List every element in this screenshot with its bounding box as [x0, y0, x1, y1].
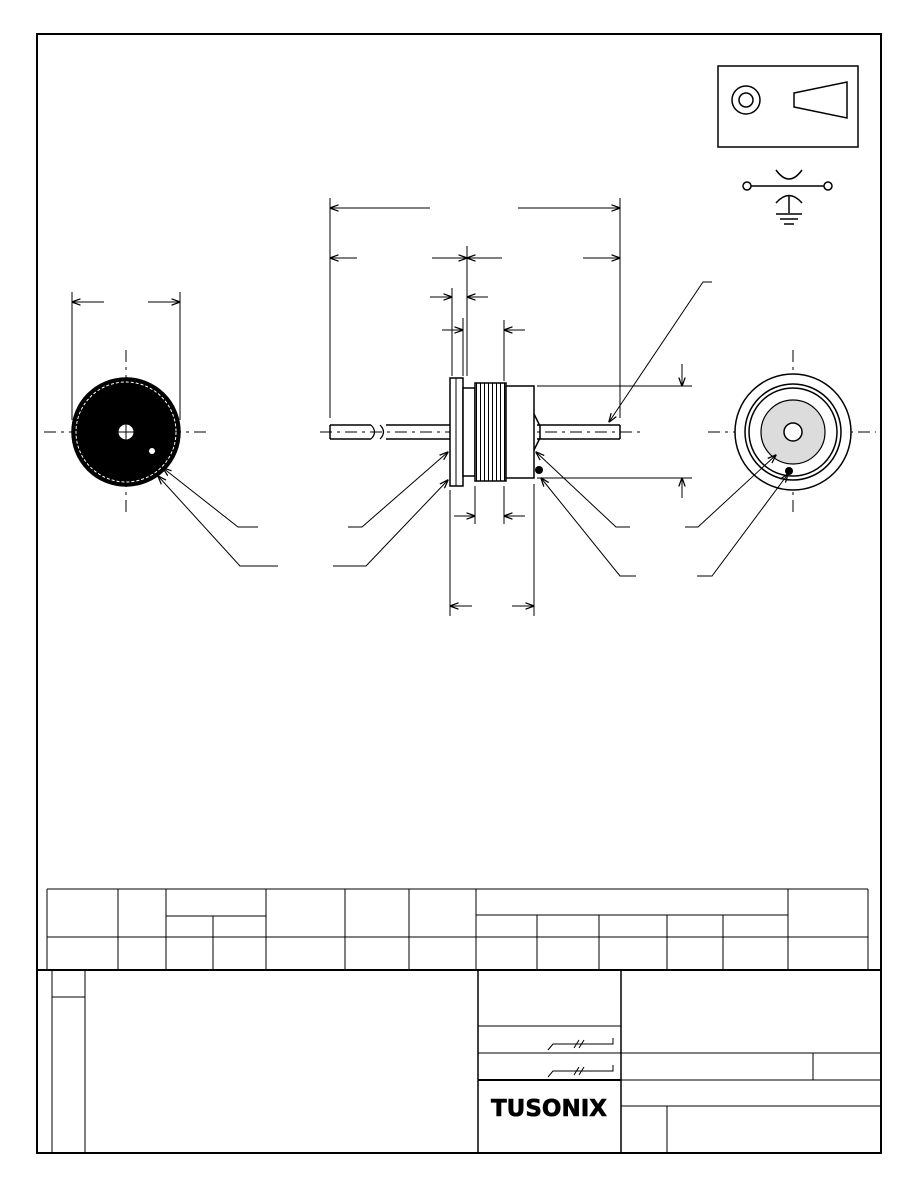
- polarity-dot: [535, 466, 543, 474]
- brand-logo: TUSONIX: [491, 1096, 607, 1122]
- rear-end-view: [44, 292, 278, 567]
- data-table: [46, 888, 869, 971]
- concentric-circle-icon: [731, 85, 761, 115]
- capacitor-body: [505, 385, 535, 479]
- title-block: [37, 969, 881, 1153]
- taper-icon: [793, 81, 848, 119]
- front-end-view: [685, 350, 876, 577]
- sheet-border: [36, 33, 882, 1154]
- capacitor-symbol-icon: [742, 169, 833, 225]
- marking-box: [717, 65, 859, 148]
- knurled-nut: [474, 382, 507, 482]
- side-elevation-view: [320, 198, 712, 616]
